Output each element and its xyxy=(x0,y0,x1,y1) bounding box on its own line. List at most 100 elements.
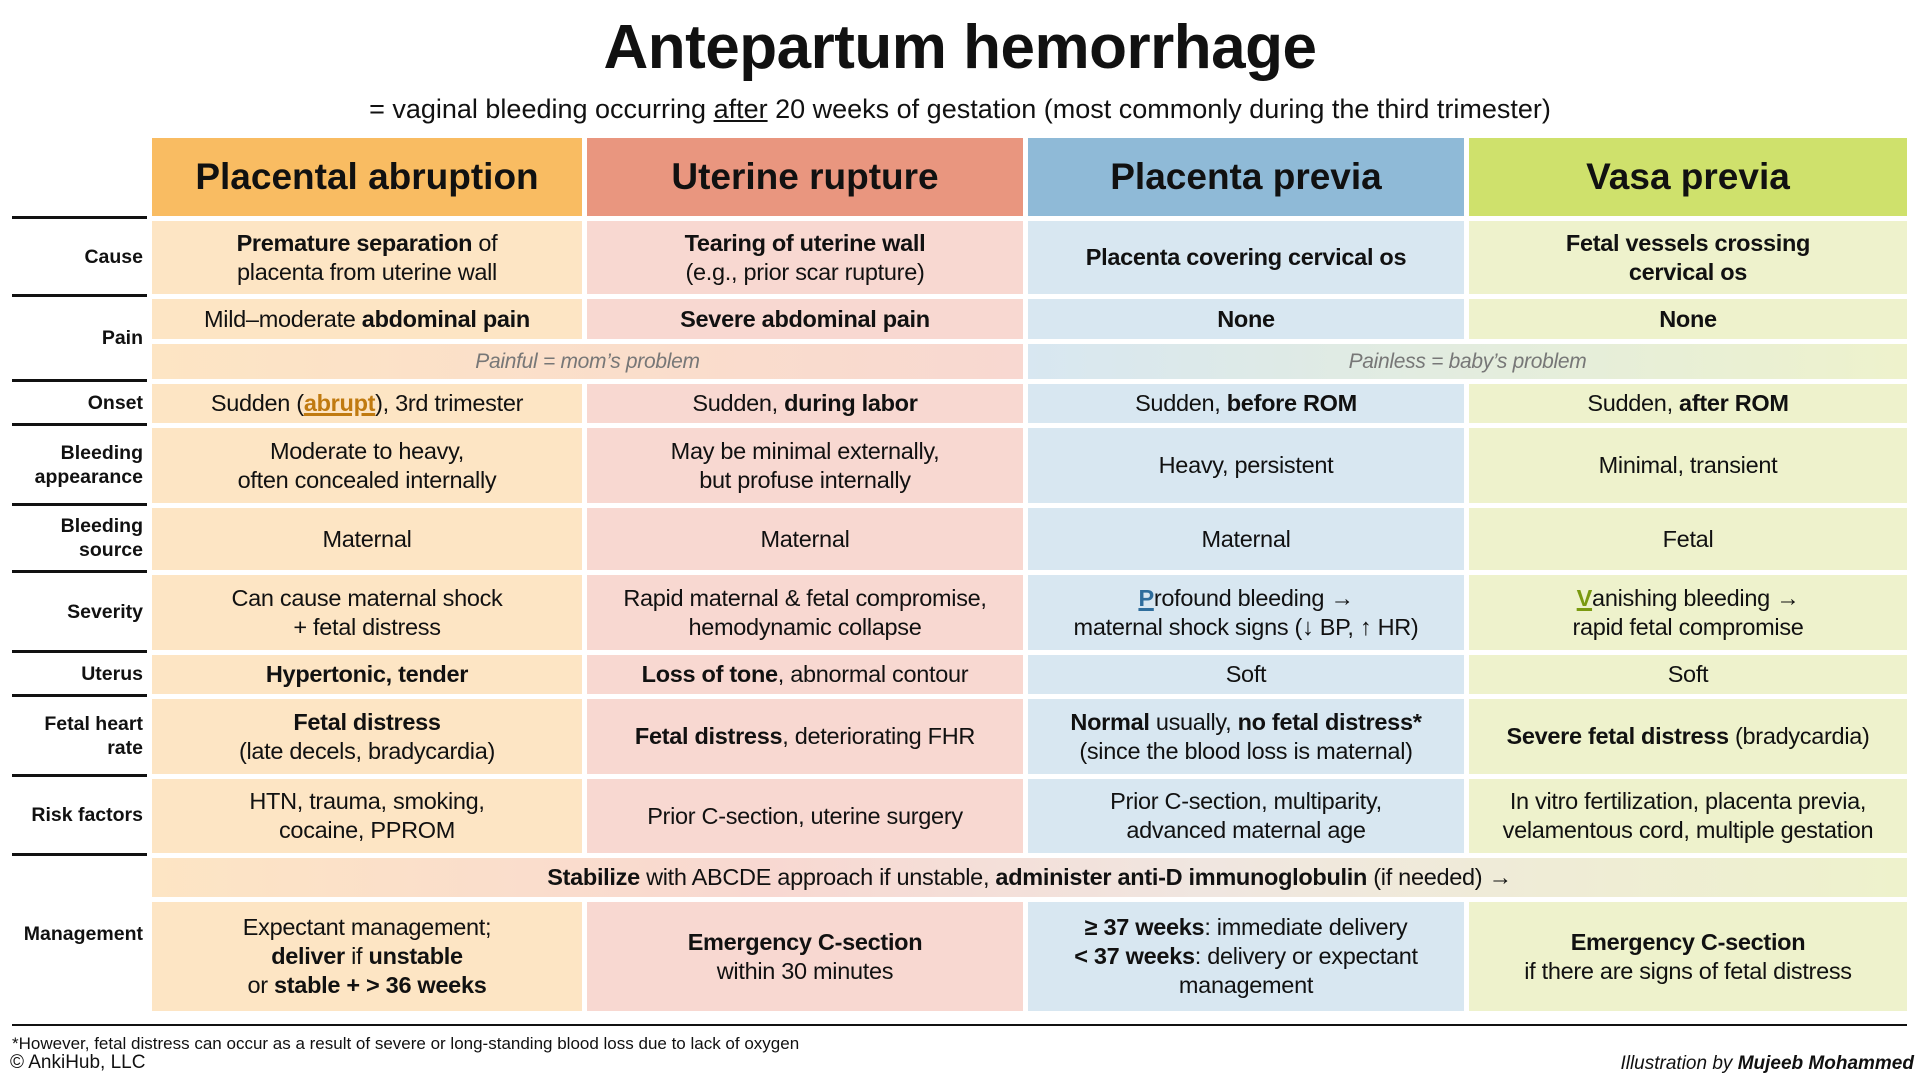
text-segment: Tearing of uterine wall xyxy=(684,229,926,256)
text-segment: V xyxy=(1576,584,1593,611)
text-segment: no fetal distress* xyxy=(1237,708,1422,735)
row-label: Cause xyxy=(12,216,147,294)
column-header-vasa-previa: Vasa previa xyxy=(1469,138,1907,216)
subtitle-pre: = vaginal bleeding occurring xyxy=(369,94,714,124)
text-segment: Fetal xyxy=(1662,525,1714,552)
cell-text: Fetal distress (late decels, bradycardia… xyxy=(239,708,495,766)
cell-text: Severe fetal distress (bradycardia) xyxy=(1506,722,1869,751)
table-cell: Soft xyxy=(1028,655,1464,694)
cell-text: Sudden (abrupt), 3rd trimester xyxy=(211,389,524,418)
row-label: Onset xyxy=(12,379,147,423)
cell-text: Prior C-section, multiparity, advanced m… xyxy=(1110,787,1382,845)
text-segment: stable + > 36 weeks xyxy=(274,972,487,998)
text-segment: administer anti-D immunoglobulin xyxy=(995,864,1368,890)
cell-text: Fetal distress, deteriorating FHR xyxy=(635,722,975,751)
text-segment: May be minimal externally, but profuse i… xyxy=(670,437,940,493)
cell-text: Premature separation of placenta from ut… xyxy=(237,229,498,287)
text-segment: None xyxy=(1659,305,1717,332)
text-segment: , abnormal contour xyxy=(777,661,969,687)
text-segment: ), 3rd trimester xyxy=(375,390,524,416)
text-segment: (late decels, bradycardia) xyxy=(238,737,496,764)
cell-text: Placenta covering cervical os xyxy=(1086,243,1407,272)
cell-text: Fetal vessels crossing cervical os xyxy=(1566,229,1811,287)
column-header-placenta-previa: Placenta previa xyxy=(1028,138,1464,216)
text-segment: unstable xyxy=(368,943,464,969)
text-segment: (e.g., prior scar rupture) xyxy=(685,258,925,285)
table-cell: Maternal xyxy=(587,508,1023,570)
text-segment: Heavy, persistent xyxy=(1158,452,1334,478)
text-segment: Rapid maternal & fetal compromise, hemod… xyxy=(623,584,987,640)
text-segment: Premature separation xyxy=(236,229,473,256)
row-label: Bleeding appearance xyxy=(12,423,147,503)
text-segment: before ROM xyxy=(1226,390,1357,416)
subtitle-post: 20 weeks of gestation (most commonly dur… xyxy=(767,94,1551,124)
text-segment: Prior C-section, uterine surgery xyxy=(647,802,963,829)
table-cell: Loss of tone, abnormal contour xyxy=(587,655,1023,694)
text-segment: anishing bleeding → rapid fetal compromi… xyxy=(1572,584,1804,640)
table-cell: HTN, trauma, smoking, cocaine, PPROM xyxy=(152,779,582,853)
table-cell: Severe abdominal pain xyxy=(587,299,1023,339)
text-segment: rofound bleeding → maternal shock signs … xyxy=(1073,584,1419,640)
cell-text: Maternal xyxy=(322,525,411,554)
management-banner: Stabilize with ABCDE approach if unstabl… xyxy=(152,858,1907,897)
table-cell: Sudden (abrupt), 3rd trimester xyxy=(152,384,582,423)
table-cell: Vanishing bleeding → rapid fetal comprom… xyxy=(1469,575,1907,650)
cell-text: Sudden, before ROM xyxy=(1135,389,1357,418)
cell-text: Emergency C-section within 30 minutes xyxy=(688,928,923,986)
cell-text: In vitro fertilization, placenta previa,… xyxy=(1503,787,1874,845)
text-segment: Severe fetal distress xyxy=(1506,723,1729,749)
text-segment: Normal xyxy=(1070,708,1150,735)
text-segment: Minimal, transient xyxy=(1598,452,1778,478)
cell-text: HTN, trauma, smoking, cocaine, PPROM xyxy=(249,787,485,845)
copyright: © AnkiHub, LLC xyxy=(10,1052,146,1073)
text-segment: if there are signs of fetal distress xyxy=(1524,957,1852,984)
cell-text: Stabilize with ABCDE approach if unstabl… xyxy=(547,863,1512,892)
text-segment: Prior C-section, multiparity, advanced m… xyxy=(1110,788,1382,843)
cell-text: Maternal xyxy=(1201,525,1290,554)
text-segment: of placenta from uterine wall xyxy=(237,229,498,285)
text-segment: : immediate delivery xyxy=(1204,914,1408,940)
text-segment: Stabilize xyxy=(547,864,640,890)
text-segment: Maternal xyxy=(1201,525,1291,552)
table-cell: Heavy, persistent xyxy=(1028,428,1464,503)
pain-note-painful: Painful = mom’s problem xyxy=(152,344,1023,379)
cell-text: Profound bleeding → maternal shock signs… xyxy=(1074,584,1419,642)
credit-prefix: Illustration by xyxy=(1620,1053,1738,1074)
table-cell: Prior C-section, uterine surgery xyxy=(587,779,1023,853)
table-cell: Emergency C-section if there are signs o… xyxy=(1469,902,1907,1011)
cell-text: Soft xyxy=(1668,660,1709,689)
subtitle-underlined: after xyxy=(713,94,768,124)
table-cell: Fetal vessels crossing cervical os xyxy=(1469,221,1907,294)
column-header-uterine-rupture: Uterine rupture xyxy=(587,138,1023,216)
table-cell: Emergency C-section within 30 minutes xyxy=(587,902,1023,1011)
text-segment: or xyxy=(247,972,268,998)
table-cell: Fetal xyxy=(1469,508,1907,570)
cell-text: May be minimal externally, but profuse i… xyxy=(671,437,940,495)
table-cell: Placenta covering cervical os xyxy=(1028,221,1464,294)
text-segment: < 37 weeks xyxy=(1074,943,1195,969)
text-segment: None xyxy=(1217,305,1275,332)
text-segment: In vitro fertilization, placenta previa,… xyxy=(1502,788,1874,843)
table-cell: Prior C-section, multiparity, advanced m… xyxy=(1028,779,1464,853)
text-segment: Sudden, xyxy=(1587,390,1680,416)
table-cell: Minimal, transient xyxy=(1469,428,1907,503)
text-segment: Sudden, xyxy=(692,390,785,416)
table-cell: In vitro fertilization, placenta previa,… xyxy=(1469,779,1907,853)
text-segment: within 30 minutes xyxy=(716,957,894,984)
table-cell: Premature separation of placenta from ut… xyxy=(152,221,582,294)
text-segment: Maternal xyxy=(760,525,850,552)
credit-name: Mujeeb Mohammed xyxy=(1737,1053,1914,1074)
table-cell: Severe fetal distress (bradycardia) xyxy=(1469,699,1907,774)
cell-text: Prior C-section, uterine surgery xyxy=(647,802,963,831)
table-cell: Expectant management; deliver if unstabl… xyxy=(152,902,582,1011)
text-segment: HTN, trauma, smoking, cocaine, PPROM xyxy=(249,788,485,843)
row-label: Uterus xyxy=(12,650,147,694)
subtitle: = vaginal bleeding occurring after 20 we… xyxy=(0,94,1920,125)
text-segment: ≥ 37 weeks xyxy=(1084,914,1205,940)
row-label: Risk factors xyxy=(12,774,147,853)
cell-text: Sudden, after ROM xyxy=(1587,389,1789,418)
table-cell: Sudden, before ROM xyxy=(1028,384,1464,423)
table-cell: Tearing of uterine wall (e.g., prior sca… xyxy=(587,221,1023,294)
cell-text: Heavy, persistent xyxy=(1159,451,1334,480)
